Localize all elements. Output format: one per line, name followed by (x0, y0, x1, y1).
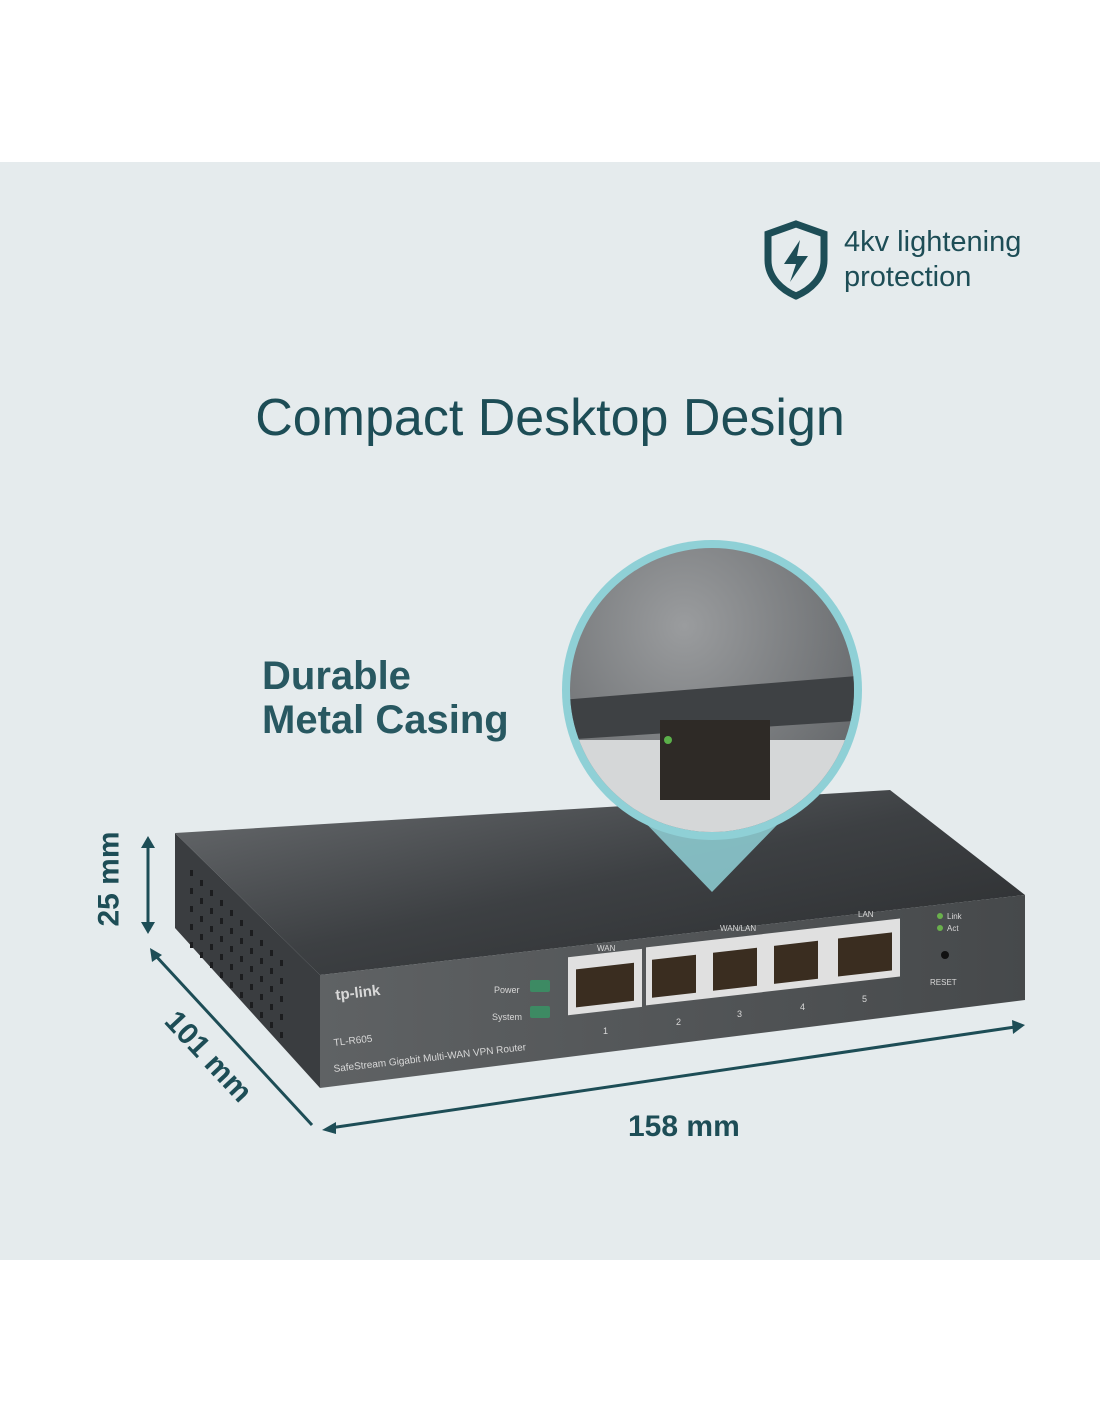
router-side (175, 833, 320, 1088)
system-led (530, 1006, 550, 1018)
reset-label: RESET (930, 978, 957, 987)
port-sockets (576, 932, 892, 1008)
power-led (530, 980, 550, 992)
wanlan-label: WAN/LAN (720, 924, 756, 933)
shield-lightning-icon (764, 220, 828, 300)
badge-line-2: protection (844, 261, 972, 293)
badge-line-1: 4kv lightening (844, 226, 1022, 258)
port-number: 4 (800, 1002, 805, 1012)
router-top (175, 790, 1025, 975)
dimension-arrows (141, 836, 1025, 1134)
feature-line-1: Durable (262, 654, 411, 698)
page-title: Compact Desktop Design (255, 389, 845, 447)
width-dimension: 158 mm (628, 1110, 740, 1143)
port-number: 5 (862, 994, 867, 1004)
power-label: Power (494, 985, 520, 995)
port-number: 3 (737, 1009, 742, 1019)
wan-label: WAN (597, 944, 616, 953)
port-number: 2 (676, 1017, 681, 1027)
brand-logo: tp-link (335, 982, 382, 1004)
feature-line-2: Metal Casing (262, 698, 509, 742)
background-panel (0, 162, 1100, 1260)
model-label: TL-R605 (333, 1034, 373, 1049)
port-number: 1 (603, 1026, 608, 1036)
link-label: Link (947, 912, 963, 921)
reset-button (941, 951, 949, 959)
vent-holes (190, 870, 283, 1038)
lan-label: LAN (858, 910, 874, 919)
lightning-protection-badge: 4kv lightening protection (762, 220, 1021, 300)
height-dimension: 25 mm (92, 831, 126, 927)
zoom-detail (570, 548, 854, 832)
act-label: Act (947, 924, 959, 933)
feature-label: Durable Metal Casing (262, 654, 509, 742)
system-label: System (492, 1012, 522, 1022)
